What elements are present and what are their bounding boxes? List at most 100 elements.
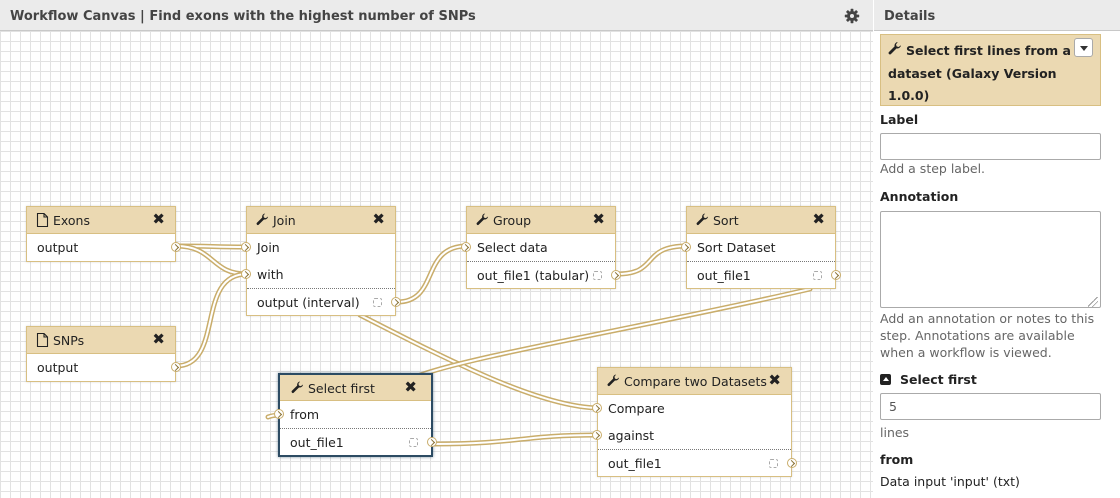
node-snps[interactable]: SNPs ✖ output	[26, 326, 181, 382]
output-terminal[interactable]	[611, 270, 621, 280]
node-exons-output: output	[27, 234, 181, 261]
node-select-first[interactable]: Select first ✖ from out_file1	[274, 373, 437, 457]
output-terminal[interactable]	[171, 242, 181, 252]
node-select-first-title[interactable]: Select first ✖	[280, 375, 431, 401]
close-icon[interactable]: ✖	[592, 210, 605, 228]
connector-layer	[173, 243, 813, 447]
node-compare-input-against: against	[592, 422, 791, 449]
output-terminal[interactable]	[427, 437, 437, 447]
wrench-icon	[607, 374, 620, 387]
workflow-canvas[interactable]: Exons ✖ output SNPs ✖ output	[0, 31, 873, 498]
node-join-title[interactable]: Join ✖	[247, 207, 395, 234]
tool-title: Select first lines from a dataset (Galax…	[888, 43, 1071, 103]
canvas-title: Workflow Canvas | Find exons with the hi…	[10, 9, 476, 24]
input-terminal[interactable]	[241, 242, 251, 252]
node-sort-title[interactable]: Sort ✖	[687, 207, 835, 234]
node-sort[interactable]: Sort ✖ Sort Dataset out_file1	[681, 206, 841, 289]
node-join-output: output (interval)	[247, 288, 401, 315]
node-select-first-output: out_file1	[280, 428, 437, 455]
from-value: Data input 'input' (txt)	[880, 474, 1020, 489]
input-terminal[interactable]	[592, 430, 602, 440]
node-group-output: out_file1 (tabular)	[467, 261, 621, 288]
node-exons-title-text: Exons	[53, 213, 90, 228]
file-icon	[36, 213, 49, 227]
select-first-input[interactable]	[880, 393, 1101, 420]
close-icon[interactable]: ✖	[152, 210, 165, 228]
node-group-title[interactable]: Group ✖	[467, 207, 615, 234]
annotation-heading: Annotation	[880, 189, 959, 204]
canvas-header: Workflow Canvas | Find exons with the hi…	[0, 0, 873, 31]
details-panel: Details Select first lines from a datase…	[874, 0, 1120, 498]
node-join-input-join: Join	[241, 234, 395, 261]
output-checkbox-icon[interactable]	[409, 438, 418, 447]
output-checkbox-icon[interactable]	[769, 459, 778, 468]
output-terminal[interactable]	[787, 458, 797, 468]
node-group-input: Select data	[461, 234, 615, 261]
output-checkbox-icon[interactable]	[813, 271, 822, 280]
node-select-first-input: from	[274, 401, 431, 428]
wrench-icon	[256, 213, 269, 226]
node-sort-title-text: Sort	[713, 213, 739, 228]
details-header: Details	[874, 0, 1120, 31]
input-terminal[interactable]	[241, 269, 251, 279]
output-checkbox-icon[interactable]	[373, 298, 382, 307]
node-group-title-text: Group	[493, 213, 532, 228]
annotation-hint: Add an annotation or notes to this step.…	[880, 311, 1095, 360]
step-label-input[interactable]	[880, 133, 1101, 160]
tool-options-dropdown[interactable]	[1074, 38, 1093, 57]
node-select-first-title-text: Select first	[308, 381, 375, 396]
connector-exons-to-join-with	[173, 243, 250, 277]
details-title: Details	[884, 9, 936, 24]
input-terminal[interactable]	[274, 409, 284, 419]
file-icon	[36, 333, 49, 347]
connector-join-to-group	[394, 243, 470, 305]
wrench-icon	[888, 42, 901, 55]
node-snps-title-text: SNPs	[53, 333, 85, 348]
node-join-input-with: with	[241, 261, 395, 288]
step-label-hint: Add a step label.	[880, 161, 986, 176]
from-heading: from	[880, 452, 914, 467]
node-exons-title[interactable]: Exons ✖	[27, 207, 175, 234]
connector-select-first-to-compare	[430, 432, 601, 447]
node-compare-input-compare: Compare	[592, 395, 791, 422]
output-terminal[interactable]	[391, 297, 401, 307]
workflow-canvas-panel: Workflow Canvas | Find exons with the hi…	[0, 0, 873, 498]
input-terminal[interactable]	[592, 403, 602, 413]
wrench-icon	[476, 213, 489, 226]
tool-title-box: Select first lines from a dataset (Galax…	[880, 34, 1101, 106]
node-snps-output: output	[27, 354, 181, 381]
annotation-textarea[interactable]	[880, 211, 1101, 308]
node-exons[interactable]: Exons ✖ output	[26, 206, 181, 262]
select-first-hint: lines	[880, 425, 910, 440]
select-first-heading: Select first	[900, 372, 977, 387]
label-heading: Label	[880, 112, 919, 127]
close-icon[interactable]: ✖	[812, 210, 825, 228]
connector-group-to-sort	[614, 243, 690, 277]
gear-icon[interactable]	[844, 8, 860, 24]
node-sort-input: Sort Dataset	[681, 234, 835, 261]
input-terminal[interactable]	[681, 242, 691, 252]
node-compare[interactable]: Compare two Datasets ✖ Compare against o…	[592, 367, 797, 477]
connector-sort-to-select-first	[415, 286, 813, 379]
close-icon[interactable]: ✖	[152, 330, 165, 348]
close-icon[interactable]: ✖	[404, 378, 417, 396]
node-compare-output: out_file1	[598, 449, 797, 476]
connector-snps-to-join	[173, 271, 250, 369]
close-icon[interactable]: ✖	[372, 210, 385, 228]
wrench-icon	[291, 381, 304, 394]
node-compare-title-text: Compare two Datasets	[624, 374, 767, 389]
output-terminal[interactable]	[171, 362, 181, 372]
close-icon[interactable]: ✖	[768, 371, 781, 389]
node-sort-output: out_file1	[687, 261, 841, 288]
output-checkbox-icon[interactable]	[593, 271, 602, 280]
node-join-title-text: Join	[273, 213, 296, 228]
collapse-section-icon[interactable]	[880, 374, 891, 385]
node-compare-title[interactable]: Compare two Datasets ✖	[598, 368, 791, 395]
output-terminal[interactable]	[831, 270, 841, 280]
node-snps-title[interactable]: SNPs ✖	[27, 327, 175, 354]
input-terminal[interactable]	[461, 242, 471, 252]
node-join[interactable]: Join ✖ Join with output (interval)	[241, 206, 401, 316]
connector-join-to-compare	[357, 312, 601, 411]
wrench-icon	[696, 213, 709, 226]
node-group[interactable]: Group ✖ Select data out_file1 (tabular)	[461, 206, 621, 289]
